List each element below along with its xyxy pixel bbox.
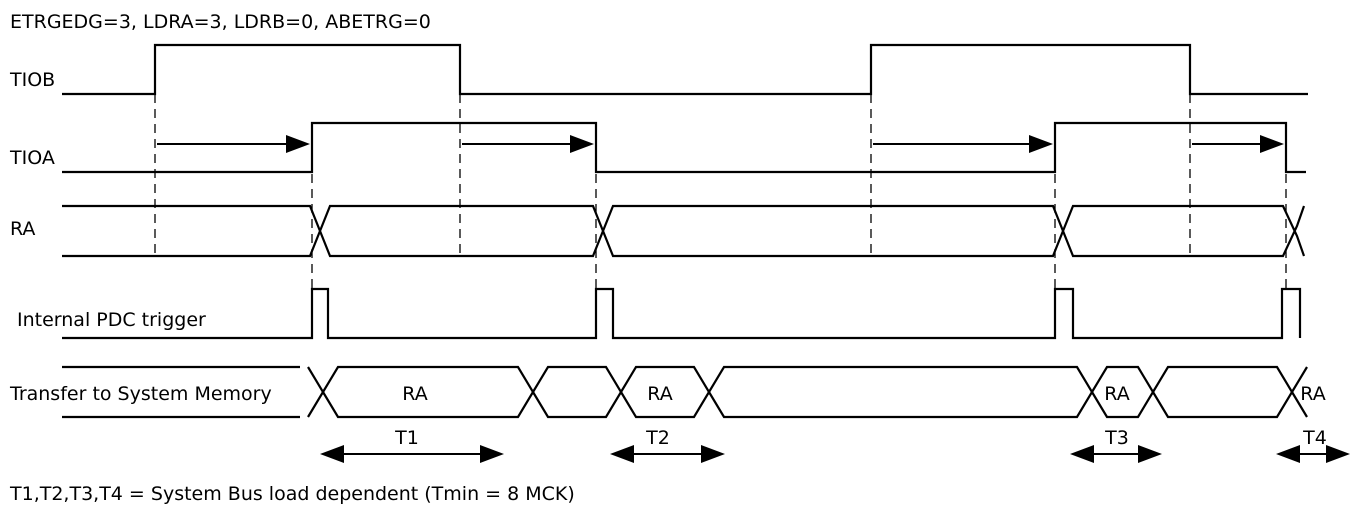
trigger-arrow	[1192, 135, 1284, 153]
header-text: ETRGEDG=3, LDRA=3, LDRB=0, ABETRG=0	[10, 11, 431, 33]
tiob-waveform	[62, 43, 1308, 96]
transfer-bus-waveform	[62, 365, 1308, 419]
transfer-value-label: RA	[647, 383, 672, 405]
interval-label-t4: T4	[1302, 427, 1327, 449]
signal-label-transfer: Transfer to System Memory	[9, 383, 272, 405]
signal-label-tiob: TIOB	[9, 69, 55, 91]
ra-bus-waveform	[62, 204, 1306, 258]
interval-label-t3: T3	[1104, 427, 1129, 449]
signal-label-tioa: TIOA	[9, 147, 55, 169]
transfer-value-label: RA	[1104, 383, 1129, 405]
trigger-arrow	[462, 135, 594, 153]
tioa-waveform	[62, 121, 1306, 174]
signal-label-pdc-trigger: Internal PDC trigger	[17, 309, 206, 331]
signal-label-ra: RA	[10, 218, 35, 240]
interval-label-t1: T1	[394, 427, 419, 449]
trigger-arrow	[873, 135, 1053, 153]
interval-arrow-t1	[320, 445, 504, 463]
interval-label-t2: T2	[645, 427, 670, 449]
interval-arrow-t4	[1276, 445, 1350, 463]
pdc-trigger-waveform	[62, 287, 1302, 340]
interval-arrow-t2	[610, 445, 725, 463]
transfer-value-label: RA	[402, 383, 427, 405]
transfer-value-label: RA	[1300, 383, 1325, 405]
trigger-arrow	[157, 135, 310, 153]
footer-note: T1,T2,T3,T4 = System Bus load dependent …	[9, 483, 575, 505]
interval-arrow-t3	[1070, 445, 1162, 463]
